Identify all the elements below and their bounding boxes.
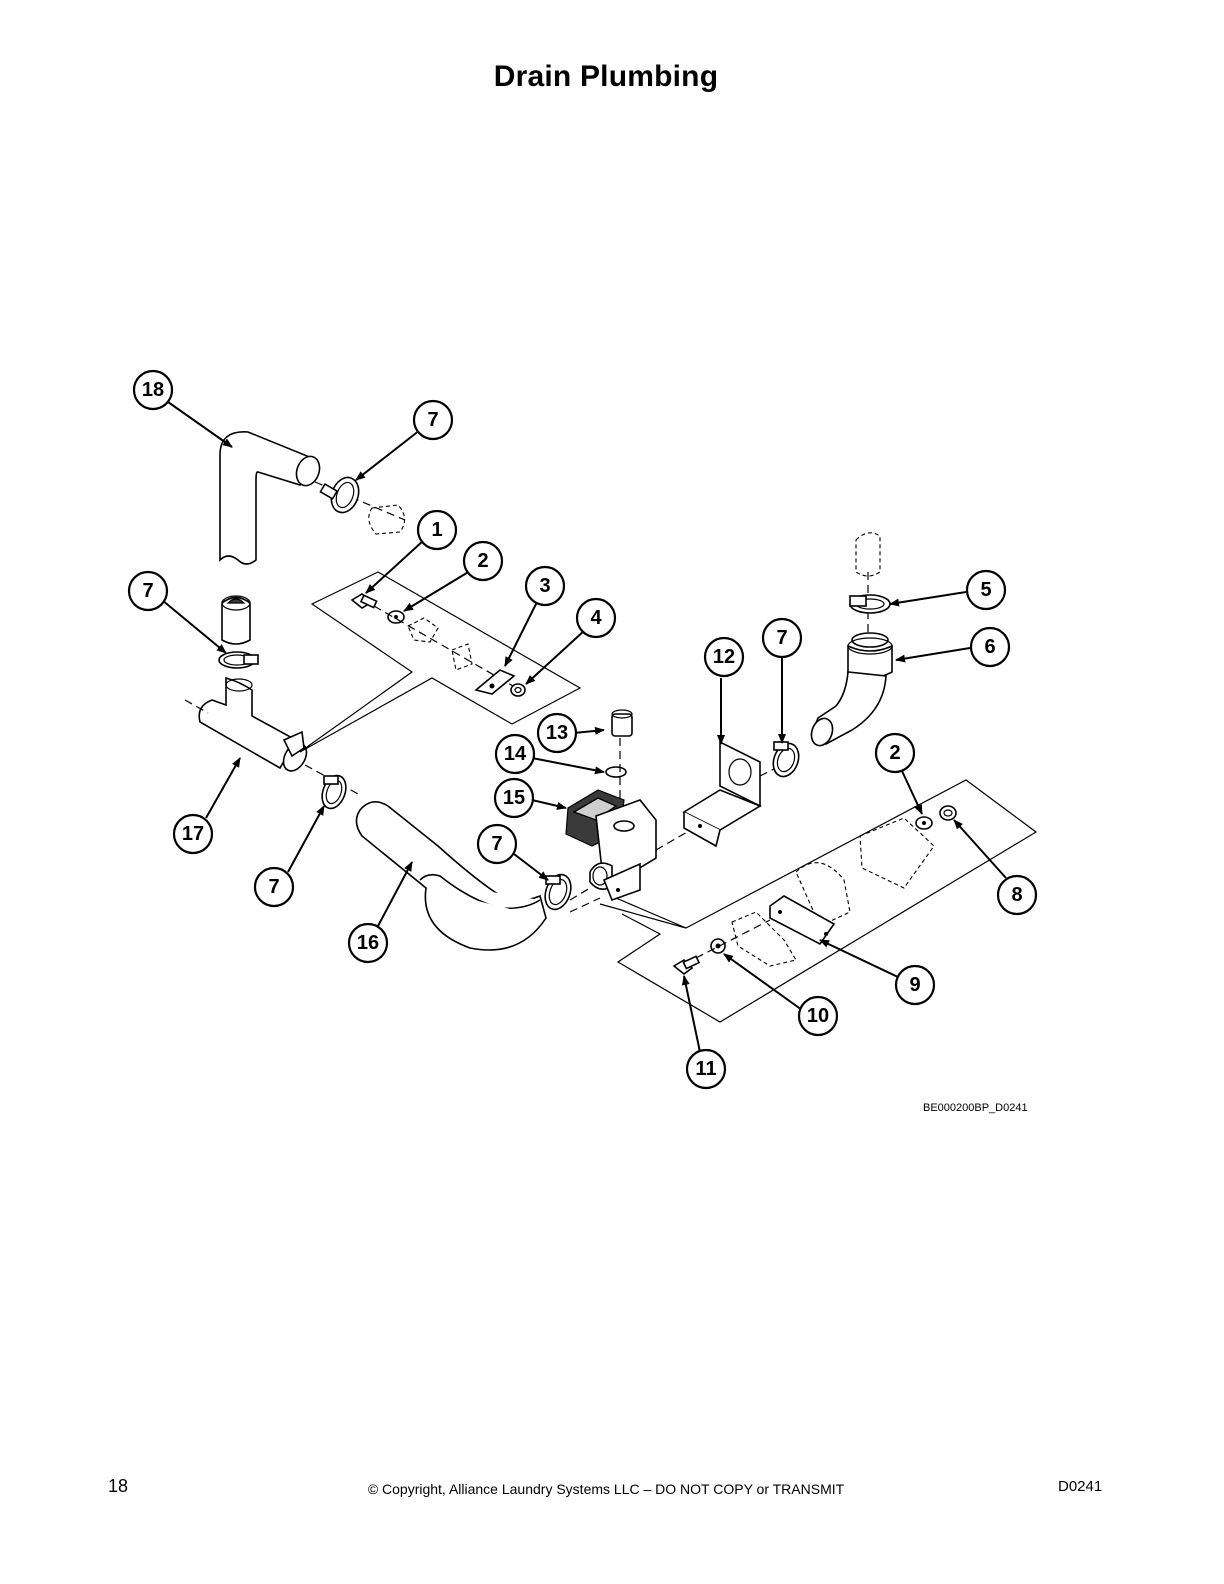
copyright-notice: © Copyright, Alliance Laundry Systems LL… [367, 1481, 845, 1497]
callout-7-lower-left: 7 [253, 866, 295, 908]
callout-label: 15 [503, 787, 525, 809]
callout-label: 9 [909, 974, 920, 996]
callout-13: 13 [536, 712, 578, 754]
callout-1: 1 [416, 509, 458, 551]
callout-label: 6 [984, 636, 995, 658]
callout-7-lower-mid: 7 [476, 823, 518, 865]
callout-label: 11 [695, 1058, 716, 1080]
callout-leaders [161, 401, 1007, 1053]
callout-15: 15 [493, 777, 535, 819]
callout-label: 7 [142, 580, 153, 602]
callout-label: 7 [427, 409, 438, 431]
callout-6: 6 [969, 626, 1011, 668]
tee-pipe-part-17 [184, 595, 361, 796]
callout-label: 3 [539, 575, 550, 597]
callout-label: 7 [776, 627, 787, 649]
hose-clamp-lower-mid [544, 873, 591, 911]
callout-label: 2 [477, 550, 488, 572]
document-code: D0241 [1058, 1478, 1103, 1495]
callout-11: 11 [685, 1048, 727, 1090]
detail-box-valve-mount [299, 571, 582, 753]
figure-code: BE000200BP_D0241 [923, 1102, 1028, 1114]
callout-14: 14 [494, 733, 536, 775]
callout-label: 8 [1011, 884, 1022, 906]
drain-hose-part-16 [355, 801, 547, 951]
callout-label: 13 [546, 722, 568, 744]
callout-18: 18 [132, 369, 174, 411]
callout-10: 10 [797, 995, 839, 1037]
phantom-tube-upper [368, 504, 406, 535]
callout-7-upper: 7 [412, 399, 454, 441]
callout-17: 17 [172, 813, 214, 855]
callout-label: 4 [590, 607, 602, 629]
callout-label: 7 [491, 833, 502, 855]
callout-2-right: 2 [874, 732, 916, 774]
detail-box-bracket-mount [599, 779, 1038, 1023]
elbow-part-6 [810, 532, 893, 747]
drain-valve-assembly [565, 709, 723, 913]
callout-3: 3 [524, 565, 566, 607]
mounting-bracket-part-12 [682, 740, 781, 848]
callout-label: 17 [182, 823, 204, 845]
callout-label: 14 [504, 743, 527, 765]
hose-clamp-right [772, 741, 800, 778]
page-number: 18 [108, 1476, 129, 1496]
callout-label: 16 [357, 932, 379, 954]
callout-label: 2 [889, 742, 900, 764]
hose-clamp-lower-left [321, 774, 347, 810]
callout-7-right: 7 [761, 617, 803, 659]
callout-4: 4 [575, 597, 617, 639]
callout-label: 10 [807, 1005, 829, 1027]
callout-9: 9 [894, 964, 936, 1006]
callout-2-left: 2 [462, 540, 504, 582]
callout-7-left: 7 [127, 570, 169, 612]
callout-label: 7 [268, 876, 279, 898]
callout-label: 1 [431, 519, 442, 541]
callout-16: 16 [347, 922, 389, 964]
callout-label: 5 [980, 579, 991, 601]
page-title: Drain Plumbing [493, 60, 719, 93]
callout-label: 12 [713, 646, 735, 668]
callout-label: 18 [142, 379, 164, 401]
callout-12: 12 [703, 636, 745, 678]
elbow-hose-part-18 [219, 431, 406, 565]
callout-5: 5 [965, 569, 1007, 611]
callout-8: 8 [996, 874, 1038, 916]
hose-clamp-upper [319, 476, 360, 514]
